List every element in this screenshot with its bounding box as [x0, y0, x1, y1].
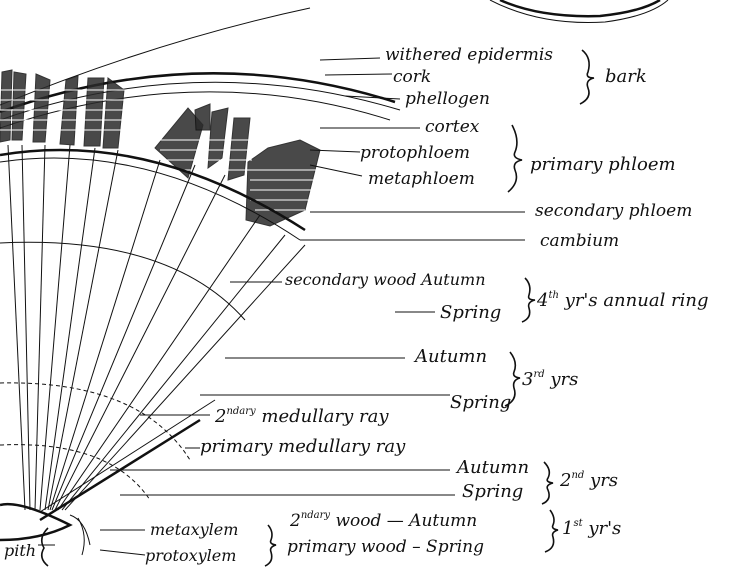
- primary-phloem-brace: [508, 125, 522, 192]
- label-spring-2: Spring: [462, 481, 523, 502]
- label-ring-3: 3rd yrs: [522, 369, 578, 390]
- phloem-wedge-11: [246, 140, 320, 226]
- phloem-wedge-3: [33, 74, 50, 142]
- metaxylem-arc: [70, 515, 90, 545]
- label-protoxylem: protoxylem: [145, 546, 236, 565]
- label-spring-3: Spring: [450, 392, 511, 413]
- phloem-wedge-10: [228, 118, 250, 180]
- phloem-wedges: [0, 70, 320, 226]
- label-autumn-2: Autumn: [455, 457, 529, 478]
- label-ring-4: 4th yr's annual ring: [536, 290, 709, 311]
- label-cambium: cambium: [540, 231, 619, 251]
- label-protophloem: protophloem: [360, 143, 470, 163]
- primary-xylem-brace: [265, 525, 276, 566]
- phloem-wedge-8: [195, 104, 210, 130]
- label-metaphloem: metaphloem: [368, 169, 475, 189]
- phloem-wedge-5: [84, 78, 104, 146]
- label-primary-medullary-ray: primary medullary ray: [200, 436, 406, 457]
- ring-2-brace: [542, 462, 553, 504]
- label-cork: cork: [393, 67, 431, 87]
- label-pith: pith: [4, 541, 36, 560]
- label-secondary-wood-autumn-1: 2ndary wood — Autumn: [289, 510, 477, 531]
- upper-section-inner-outline: [490, 0, 668, 23]
- ring-1-brace: [545, 510, 558, 552]
- label-ring-1: 1st yr's: [562, 518, 621, 539]
- protoxylem-arc: [78, 518, 84, 555]
- label-spring-4: Spring: [440, 302, 501, 323]
- label-bark: bark: [605, 66, 647, 87]
- label-autumn-3: Autumn: [413, 346, 487, 367]
- phloem-wedge-9: [208, 108, 228, 168]
- ring-4-arc: [0, 242, 245, 320]
- label-secondary-phloem: secondary phloem: [535, 201, 692, 221]
- label-secondary-medullary-ray: 2ndary medullary ray: [214, 406, 389, 427]
- pith-outline: [0, 504, 70, 540]
- phloem-wedge-6: [103, 78, 124, 148]
- label-withered-epidermis: withered epidermis: [385, 45, 553, 65]
- withered-epidermis-arc: [0, 73, 395, 112]
- label-metaxylem: metaxylem: [150, 520, 238, 539]
- label-secondary-wood-autumn: secondary wood Autumn: [285, 270, 486, 289]
- label-primary-phloem: primary phloem: [530, 154, 676, 175]
- label-ring-2: 2nd yrs: [559, 470, 618, 491]
- ring-4-brace: [522, 278, 535, 322]
- label-cortex: cortex: [425, 117, 480, 137]
- label-primary-wood-spring: primary wood – Spring: [287, 537, 484, 557]
- phloem-wedge-1: [0, 70, 12, 142]
- bark-brace: [580, 50, 594, 104]
- label-phellogen: phellogen: [405, 89, 490, 109]
